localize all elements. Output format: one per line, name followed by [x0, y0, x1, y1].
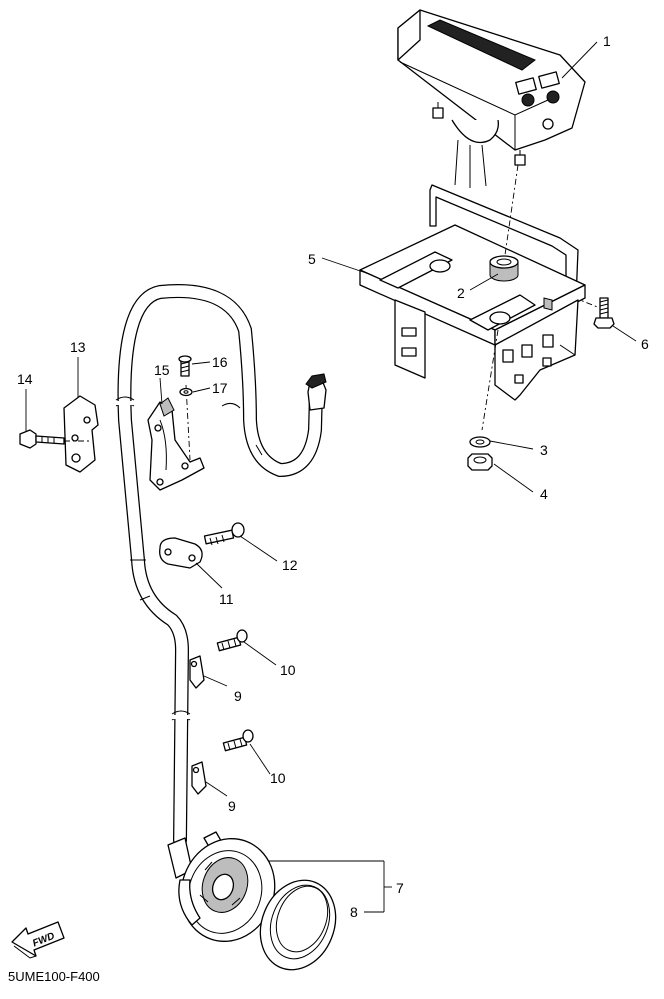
leader-lines: [25, 41, 637, 913]
seal-8: [259, 879, 337, 971]
callout-12: 12: [282, 557, 298, 573]
callout-15: 15: [154, 362, 170, 378]
bolt-6: [593, 297, 615, 329]
speedometer-cable: [115, 284, 327, 847]
callout-2: 2: [457, 285, 465, 301]
callout-11: 11: [219, 591, 234, 607]
callout-10-lower: 10: [270, 770, 286, 786]
clip-9-upper: [189, 629, 248, 689]
washer-nut: [467, 436, 493, 471]
clip-9-lower: [191, 729, 254, 795]
callout-3: 3: [540, 442, 548, 458]
callout-5: 5: [308, 251, 316, 267]
drawing-code: 5UME100-F400: [8, 969, 100, 984]
clamp-11: [159, 522, 245, 569]
bracket-13: [19, 395, 99, 473]
callout-17: 17: [212, 380, 228, 396]
callout-14: 14: [17, 371, 33, 387]
callout-16: 16: [212, 354, 228, 370]
fwd-arrow: FWD: [11, 921, 65, 959]
callout-6: 6: [641, 336, 649, 352]
callout-8: 8: [350, 904, 358, 920]
callout-10-upper: 10: [280, 662, 296, 678]
meter-assembly: [397, 9, 586, 188]
callout-4: 4: [540, 486, 548, 502]
meter-bracket: [359, 184, 586, 401]
holder-15: [147, 355, 205, 491]
gear-unit-7: [167, 831, 276, 942]
callout-1: 1: [603, 33, 611, 49]
callout-9-upper: 9: [234, 688, 242, 704]
callout-7: 7: [396, 880, 404, 896]
callout-9-lower: 9: [228, 798, 236, 814]
callout-13: 13: [70, 339, 86, 355]
callout-numbers: 1 2 3 4 5 6 7 8 9 9 10 10 11 12 13 14 15…: [17, 33, 649, 920]
